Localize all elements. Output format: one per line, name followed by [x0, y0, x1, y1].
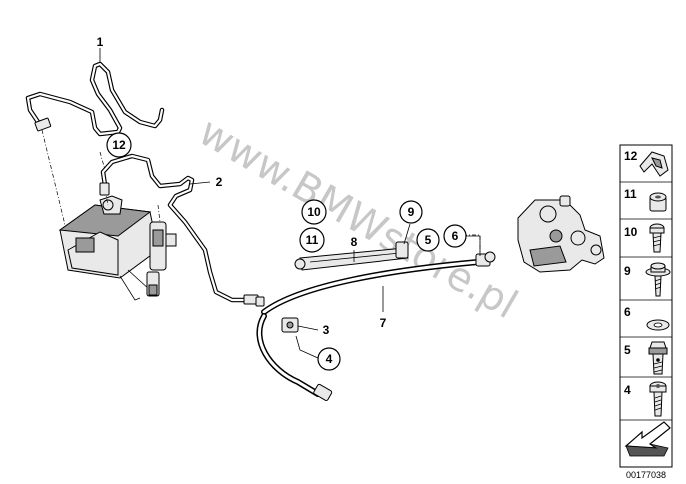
brake-pipe-1	[25, 61, 165, 137]
svg-text:5: 5	[425, 233, 432, 247]
flange-screw-icon	[645, 262, 671, 297]
brake-pipe-2	[99, 153, 265, 307]
svg-text:11: 11	[624, 187, 637, 201]
callout-3[interactable]: 3	[323, 323, 330, 337]
legend-item-6[interactable]: 6	[624, 305, 670, 331]
svg-text:4: 4	[326, 352, 333, 366]
callout-8[interactable]: 8	[351, 235, 358, 249]
leader-2	[189, 181, 211, 185]
callout-5[interactable]: 5	[416, 228, 440, 252]
svg-text:5: 5	[624, 343, 631, 357]
callout-10[interactable]: 10	[301, 199, 327, 225]
leader-9	[403, 223, 411, 245]
callout-6[interactable]: 6	[443, 224, 467, 248]
legend-item-12[interactable]: 12	[624, 149, 669, 177]
screw-icon	[649, 223, 665, 253]
svg-text:10: 10	[624, 225, 638, 239]
svg-text:9: 9	[408, 205, 415, 219]
brake-caliper-illustration	[517, 195, 605, 273]
callout-9[interactable]: 9	[399, 200, 423, 224]
leader-4	[295, 335, 319, 359]
svg-text:3: 3	[323, 323, 330, 337]
legend-item-10[interactable]: 10	[624, 223, 665, 253]
svg-text:12: 12	[624, 149, 638, 163]
svg-text:6: 6	[452, 229, 459, 243]
svg-text:6: 6	[624, 305, 631, 319]
svg-text:4: 4	[624, 383, 631, 397]
svg-text:9: 9	[624, 264, 631, 278]
watermark-text: www.BMWstore.pl	[191, 109, 525, 328]
banjo-bolt-icon	[648, 341, 668, 375]
bolt-icon	[649, 381, 667, 417]
svg-text:7: 7	[380, 316, 387, 330]
legend-item-5[interactable]: 5	[624, 341, 668, 375]
assembly-line-4	[99, 151, 106, 171]
grommet-icon	[649, 192, 667, 212]
callout-2[interactable]: 2	[216, 175, 223, 189]
legend-item-9[interactable]: 9	[624, 262, 671, 297]
legend-item-4[interactable]: 4	[624, 381, 667, 417]
brake-hose-7	[256, 251, 496, 401]
hose-clamp-3	[281, 317, 299, 333]
callout-1[interactable]: 1	[97, 35, 104, 49]
callout-7[interactable]: 7	[380, 316, 387, 330]
clip-icon	[639, 151, 669, 177]
svg-text:11: 11	[306, 233, 319, 247]
callout-4[interactable]: 4	[317, 347, 341, 371]
svg-text:8: 8	[351, 235, 358, 249]
callout-12[interactable]: 12	[106, 132, 132, 158]
leader-6	[466, 235, 481, 256]
callout-11[interactable]: 11	[299, 227, 325, 253]
svg-text:10: 10	[307, 205, 321, 219]
washer-icon	[646, 319, 670, 331]
svg-text:1: 1	[97, 35, 104, 49]
legend-item-11[interactable]: 11	[624, 187, 667, 212]
assembly-line-1	[41, 129, 66, 226]
svg-text:12: 12	[112, 138, 126, 152]
assembly-line-3	[157, 204, 161, 223]
leader-3	[297, 325, 319, 331]
direction-arrow-icon	[624, 421, 671, 457]
svg-text:2: 2	[216, 175, 223, 189]
abs-unit-illustration	[58, 195, 177, 301]
image-code: 00177038	[626, 470, 666, 480]
